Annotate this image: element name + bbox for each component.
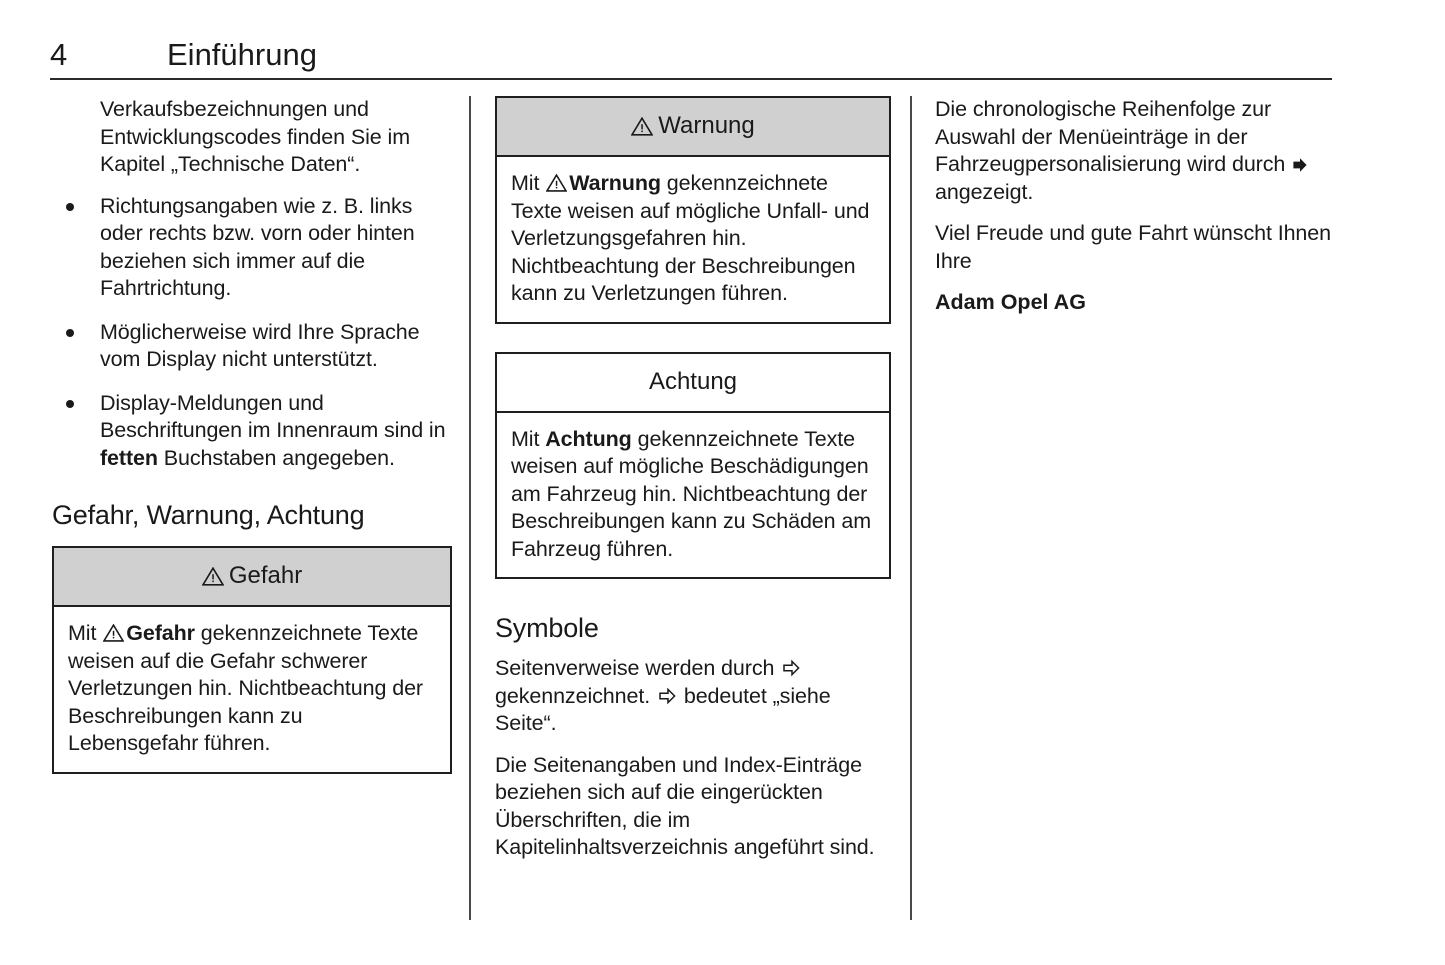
header-rule (50, 78, 1332, 80)
symbols-text-1c: bedeutet „siehe Seite“. (495, 683, 831, 736)
bullet-dot-icon (66, 202, 74, 211)
warning-body-after: gekennzeichnete Texte weisen auf möglich… (511, 171, 870, 305)
list-item: Display-Meldungen und Beschriftungen im … (52, 390, 452, 473)
warning-notice-header: Warnung (497, 98, 889, 157)
personalisation-paragraph: Die chronologische Reihenfolge zur Auswa… (935, 96, 1335, 206)
danger-notice-box: Gefahr Mit Gefahr gekennzeichnete Texte … (52, 546, 452, 774)
danger-body-bold: Gefahr (126, 621, 195, 645)
column-divider-2 (910, 96, 912, 920)
danger-notice-title: Gefahr (228, 562, 303, 589)
intro-paragraph: Verkaufsbezeichnungen und Entwicklungsco… (100, 97, 411, 176)
warning-triangle-icon (201, 566, 224, 586)
caution-notice-title: Achtung (648, 367, 738, 395)
caution-notice-body: Mit Achtung gekennzeichnete Texte weisen… (497, 413, 889, 578)
caution-notice-header: Achtung (497, 353, 889, 413)
personalisation-text-before: Die chronologische Reihenfolge zur Auswa… (935, 97, 1292, 176)
symbols-text-1b: gekennzeichnet. (495, 683, 656, 708)
list-item-text: Richtungsangaben wie z. B. links oder re… (100, 193, 415, 301)
column-1: Verkaufsbezeichnungen und Entwicklungsco… (52, 96, 452, 802)
danger-body-after: gekennzeichnete Texte weisen auf die Gef… (68, 621, 423, 755)
danger-notice-header: Gefahr (54, 548, 450, 607)
page-columns: Verkaufsbezeichnungen und Entwicklungsco… (0, 96, 1445, 936)
warning-notice-title: Warnung (658, 112, 755, 139)
hollow-right-arrow-icon (781, 658, 801, 678)
warning-triangle-icon (546, 174, 568, 192)
list-item: Möglicherweise wird Ihre Sprache vom Dis… (52, 319, 452, 374)
bullet-dot-icon (66, 328, 74, 337)
symbols-paragraph-2: Die Seitenangaben und Index-Einträge bez… (495, 752, 875, 860)
closing-paragraph: Viel Freude und gute Fahrt wünscht Ihnen… (935, 221, 1331, 273)
hollow-right-arrow-icon (657, 686, 677, 706)
solid-right-arrow-icon (1291, 156, 1309, 174)
warning-body-before: Mit (511, 171, 546, 195)
chapter-title: Einführung (167, 37, 317, 72)
personalisation-text-after: angezeigt. (935, 179, 1034, 204)
page-number: 4 (50, 37, 68, 72)
column-2: Warnung Mit Warnung gekennzeichnete Text… (495, 96, 891, 876)
column-divider-1 (469, 96, 471, 920)
caution-notice-box: Achtung Mit Achtung gekennzeichnete Text… (495, 351, 891, 579)
warning-triangle-icon (103, 624, 125, 642)
intro-bullet-list: Richtungsangaben wie z. B. links oder re… (52, 193, 452, 473)
caution-body-bold: Achtung (545, 426, 632, 451)
danger-body-before: Mit (68, 621, 103, 645)
list-item-text: Möglicherweise wird Ihre Sprache vom Dis… (100, 319, 420, 372)
danger-notice-body: Mit Gefahr gekennzeichnete Texte weisen … (54, 607, 450, 772)
list-item-text-before: Display-Meldungen und Beschriftungen im … (100, 390, 446, 443)
symbols-text-1a: Seitenverweise werden durch (495, 656, 781, 680)
warning-notice-box: Warnung Mit Warnung gekennzeichnete Text… (495, 96, 891, 324)
caution-body-before: Mit (511, 426, 546, 451)
bullet-dot-icon (66, 399, 74, 408)
warning-body-bold: Warnung (569, 171, 661, 195)
list-item: Richtungsangaben wie z. B. links oder re… (52, 193, 452, 303)
page-header: 4 Einführung (50, 36, 1332, 80)
warning-notice-body: Mit Warnung gekennzeichnete Texte weisen… (497, 157, 889, 322)
list-item-text-after: Buchstaben angegeben. (157, 445, 395, 470)
column-3: Die chronologische Reihenfolge zur Auswa… (935, 96, 1335, 317)
list-item-text-bold: fetten (100, 445, 158, 470)
symbols-paragraph-1: Seitenverweise werden durch gekennzeichn… (495, 655, 891, 738)
warning-triangle-icon (631, 116, 654, 136)
caution-body-after: gekennzeichnete Texte weisen auf möglich… (511, 426, 872, 561)
company-signature: Adam Opel AG (935, 290, 1086, 314)
section-heading-gefahr-warnung-achtung: Gefahr, Warnung, Achtung (52, 500, 365, 530)
section-heading-symbole: Symbole (495, 613, 599, 643)
